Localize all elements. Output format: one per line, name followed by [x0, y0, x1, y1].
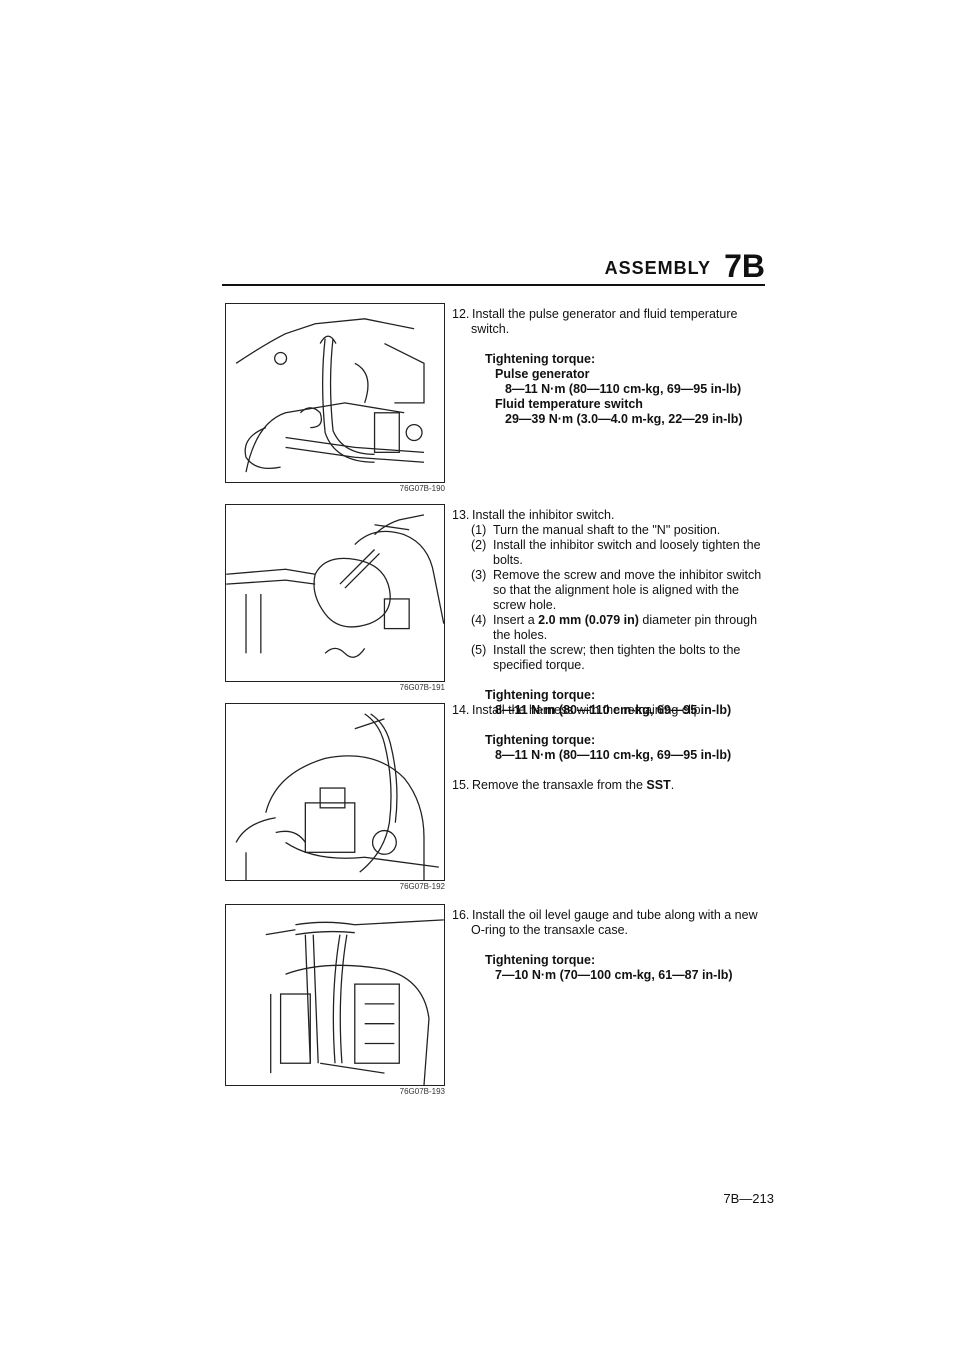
figure-caption: 76G07B-191	[399, 683, 445, 692]
substep: (2) Install the inhibitor switch and loos…	[452, 538, 772, 568]
torque-block: Tightening torque: 8—11 N·m (80—110 cm-k…	[452, 733, 772, 763]
step-number: 13.	[452, 508, 470, 522]
substep-text-part: diameter pin through the holes.	[493, 613, 758, 642]
figure-caption: 76G07B-192	[399, 882, 445, 891]
substep-text: Install the screw; then tighten the bolt…	[493, 643, 741, 672]
figure-inhibitor-switch-drawing	[226, 514, 444, 658]
substep-text-part: Insert a	[493, 613, 539, 627]
substep: (4)Insert a 2.0 mm (0.079 in) diameter p…	[452, 613, 772, 643]
step-text: switch.	[471, 322, 510, 336]
step-15: 15.Remove the transaxle from the SST.	[452, 778, 772, 793]
substep-number: (5)	[471, 643, 487, 657]
figure-caption: 76G07B-190	[399, 484, 445, 493]
torque-label: Tightening torque:	[485, 352, 596, 366]
substep-number: (1)	[471, 523, 487, 537]
torque-value: 8—11 N·m (80—110 cm-kg, 69—95 in-lb)	[495, 703, 732, 717]
torque-item: Pulse generator	[495, 367, 590, 381]
figure-caption: 76G07B-193	[399, 1087, 445, 1096]
torque-value: 8—11 N·m (80—110 cm-kg, 69—95 in-lb)	[495, 748, 732, 762]
step-text: Install the inhibitor switch.	[472, 508, 615, 522]
torque-value: 7—10 N·m (70—100 cm-kg, 61—87 in-lb)	[495, 968, 733, 982]
step-number: 16.	[452, 908, 470, 922]
step-text: Install the pulse generator and fluid te…	[472, 307, 738, 321]
substep-number: (3)	[471, 568, 487, 582]
substep: (3) Remove the screw and move the inhibit…	[452, 568, 772, 613]
step-text: Remove the transaxle from the	[472, 778, 647, 792]
step-number: 12.	[452, 307, 470, 321]
substep: (5) Install the screw; then tighten the b…	[452, 643, 772, 673]
page-number: 7B—213	[723, 1191, 774, 1206]
step-12: 12.Install the pulse generator and fluid…	[452, 307, 772, 427]
torque-value: 29—39 N·m (3.0—4.0 m-kg, 22—29 in-lb)	[505, 412, 743, 426]
substep-number: (2)	[471, 538, 487, 552]
header-rule	[222, 284, 765, 286]
figure-harness-clip-drawing	[235, 713, 439, 880]
step-16: 16.Install the oil level gauge and tube …	[452, 908, 772, 983]
substep: (1) Turn the manual shaft to the "N" posi…	[452, 523, 772, 538]
torque-block: Tightening torque: 7—10 N·m (70—100 cm-k…	[452, 953, 772, 983]
torque-value: 8—11 N·m (80—110 cm-kg, 69—95 in-lb)	[505, 382, 742, 396]
substep-text: Turn the manual shaft to the "N" positio…	[493, 523, 721, 537]
figure-pulse-generator	[225, 303, 445, 483]
step-number: 15.	[452, 778, 470, 792]
figure-oil-level-gauge	[225, 904, 445, 1086]
torque-item: Fluid temperature switch	[495, 397, 643, 411]
figure-pulse-generator-drawing	[235, 318, 425, 473]
torque-block: Tightening torque: 8—11 N·m (80—110 cm-k…	[452, 688, 772, 718]
sst-label: SST	[646, 778, 671, 792]
step-text: O-ring to the transaxle case.	[471, 923, 629, 937]
substep-text: Remove the screw and move the inhibitor …	[493, 568, 762, 612]
step-14: 14.Install the harness with the remainin…	[452, 703, 772, 763]
page-header: ASSEMBLY 7B	[222, 248, 765, 286]
figure-harness-clip	[225, 703, 445, 881]
step-13: 13.Install the inhibitor switch. (1) Turn…	[452, 508, 772, 718]
torque-label: Tightening torque:	[485, 688, 596, 702]
step-text: Install the harness with the remaining c…	[472, 703, 705, 717]
figure-oil-level-gauge-drawing	[265, 919, 444, 1085]
figure-inhibitor-switch	[225, 504, 445, 682]
substep-number: (4)	[471, 613, 487, 627]
step-text: .	[670, 778, 675, 792]
torque-block: Tightening torque: Pulse generator 8—11 …	[452, 352, 772, 427]
section-title: ASSEMBLY	[604, 258, 711, 278]
torque-label: Tightening torque:	[485, 953, 596, 967]
substep-text: Insert a 2.0 mm (0.079 in) diameter pin …	[471, 613, 772, 643]
substep-text: Install the inhibitor switch and loosely…	[493, 538, 761, 567]
step-number: 14.	[452, 703, 470, 717]
pin-diameter: 2.0 mm (0.079 in)	[538, 613, 639, 627]
step-text: Install the oil level gauge and tube alo…	[472, 908, 758, 922]
section-code: 7B	[724, 248, 765, 284]
torque-label: Tightening torque:	[485, 733, 596, 747]
